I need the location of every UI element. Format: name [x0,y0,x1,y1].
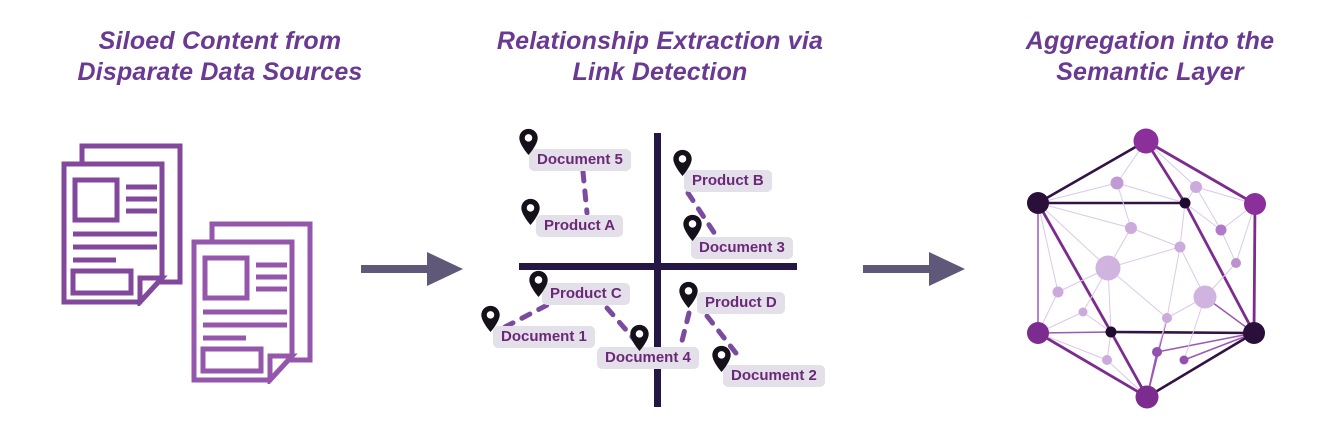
graph-node-7 [1179,197,1191,209]
graph-node-11 [1125,222,1137,234]
document-icon-2 [191,221,313,384]
flow-arrow-2-icon [863,252,965,286]
network-graph [1027,128,1266,409]
label-chip-product-c: Product C [542,283,630,305]
label-chip-product-b: Product B [684,170,772,192]
map-pin-icon-document-2 [712,345,731,372]
graph-node-18 [1078,307,1088,317]
map-pin-icon-document-3 [683,214,702,241]
map-pin-icon-product-c [529,270,548,297]
label-chip-product-a: Product A [536,215,624,237]
graph-node-1 [1133,128,1159,154]
map-pin-icon-document-5 [519,128,538,155]
graph-node-16 [1193,285,1217,309]
map-pin-icon-document-4 [630,324,649,351]
graph-node-5 [1243,322,1265,344]
graph-node-14 [1231,258,1241,268]
horizontal-axis [519,263,797,270]
graph-node-12 [1174,241,1186,253]
label-chip-document-1: Document 1 [493,326,595,348]
label-chip-document-5: Document 5 [529,149,631,171]
map-pin-icon-product-a [521,198,540,225]
graph-node-22 [1179,355,1189,365]
graph-node-13 [1215,224,1227,236]
label-chip-product-d: Product D [697,292,785,314]
graph-node-15 [1095,255,1121,281]
map-pin-icon-product-b [673,149,692,176]
graph-node-9 [1110,176,1124,190]
flow-arrow-1-icon [361,252,463,286]
graph-node-17 [1052,286,1064,298]
label-chip-document-4: Document 4 [597,347,699,369]
graph-node-10 [1190,181,1202,193]
graph-node-8 [1105,326,1117,338]
section-title-sources: Siloed Content from Disparate Data Sourc… [77,27,363,86]
map-pin-icon-document-1 [481,305,500,332]
vertical-axis [654,133,661,407]
label-chip-document-2: Document 2 [723,365,825,387]
graph-node-20 [1102,355,1112,365]
graph-node-21 [1152,347,1162,357]
section-title-extraction: Relationship Extraction via Link Detecti… [496,27,824,86]
document-icon-1 [61,143,183,306]
label-chip-document-3: Document 3 [691,237,793,259]
graph-node-3 [1244,193,1266,215]
graph-node-2 [1027,192,1049,214]
graph-node-6 [1135,385,1159,409]
section-title-aggregation: Aggregation into the Semantic Layer [1025,27,1275,86]
graph-node-19 [1162,313,1172,323]
graph-node-4 [1027,322,1049,344]
map-pin-icon-product-d [679,281,698,308]
